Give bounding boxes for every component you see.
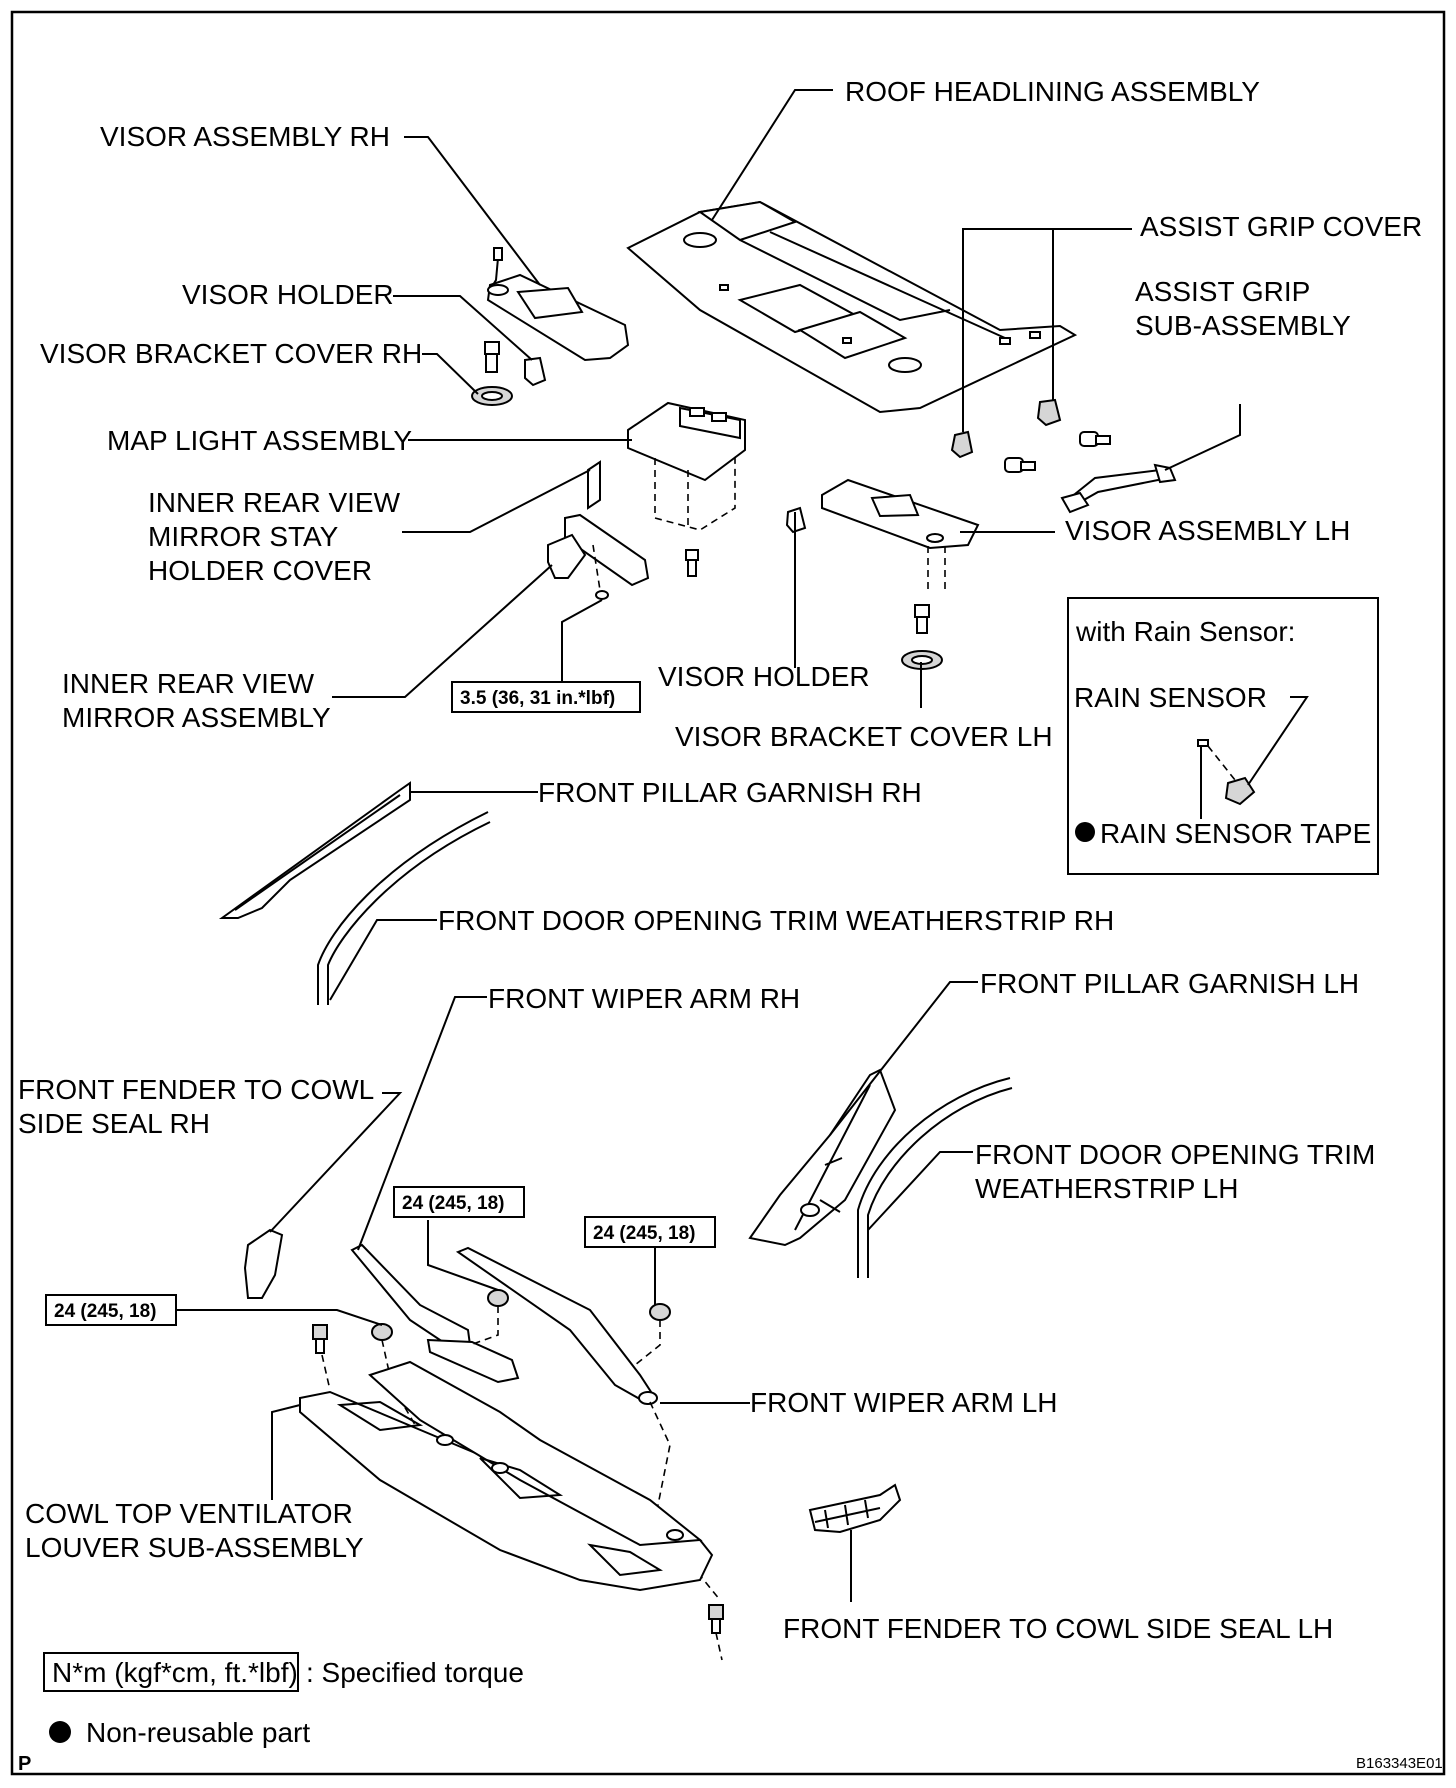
label-visor-rh: VISOR ASSEMBLY RH — [100, 121, 390, 152]
label-front-pillar-rh: FRONT PILLAR GARNISH RH — [538, 777, 922, 808]
label-door-trim-lh-2: WEATHERSTRIP LH — [975, 1173, 1238, 1204]
visor-rh-drawing — [486, 247, 630, 362]
label-cowl-louver-2: LOUVER SUB-ASSEMBLY — [25, 1532, 364, 1563]
front-pillar-rh-drawing — [218, 781, 411, 919]
legend-nonreusable-dot-icon — [49, 1721, 71, 1743]
fender-seal-lh-drawing — [808, 1483, 902, 1534]
label-visor-bracket-cover-rh: VISOR BRACKET COVER RH — [40, 338, 422, 369]
label-rain-sensor-tape: RAIN SENSOR TAPE — [1100, 818, 1371, 849]
label-front-pillar-lh: FRONT PILLAR GARNISH LH — [980, 968, 1359, 999]
label-mirror-stay-2: MIRROR STAY — [148, 521, 339, 552]
cowl-louver-drawing — [299, 1360, 714, 1592]
label-mirror-assy-2: MIRROR ASSEMBLY — [62, 702, 331, 733]
legend-nonreusable-desc: Non-reusable part — [86, 1717, 310, 1748]
label-visor-bracket-cover-lh: VISOR BRACKET COVER LH — [675, 721, 1053, 752]
torque-box-wiper-center — [393, 1186, 525, 1218]
label-fender-seal-rh-1: FRONT FENDER TO COWL — [18, 1074, 374, 1105]
map-light-drawing — [627, 401, 746, 577]
figure-code: B163343E01 — [1356, 1755, 1443, 1772]
visor-lh-drawing — [785, 478, 980, 670]
legend-torque-desc: : Specified torque — [306, 1657, 524, 1688]
label-mirror-assy-1: INNER REAR VIEW — [62, 668, 315, 699]
legend-torque-units: N*m (kgf*cm, ft.*lbf) — [52, 1657, 298, 1688]
leader-lines — [177, 89, 1309, 1602]
assist-grip-drawing — [950, 398, 1177, 514]
label-visor-holder-top: VISOR HOLDER — [182, 279, 394, 310]
corner-letter: P — [18, 1753, 31, 1775]
label-visor-lh: VISOR ASSEMBLY LH — [1065, 515, 1350, 546]
legend-torque-box — [43, 1652, 299, 1692]
torque-value-wiper-center: 24 (245, 18) — [402, 1193, 504, 1214]
torque-box-mirror — [451, 681, 641, 713]
label-assist-grip-sub-2: SUB-ASSEMBLY — [1135, 310, 1351, 341]
label-map-light: MAP LIGHT ASSEMBLY — [107, 425, 412, 456]
wiper-arm-lh-drawing — [455, 1246, 658, 1405]
door-trim-rh-drawing — [317, 811, 491, 1005]
label-fender-seal-lh: FRONT FENDER TO COWL SIDE SEAL LH — [783, 1613, 1333, 1644]
wiper-arm-rh-drawing — [350, 1243, 520, 1384]
front-pillar-lh-drawing — [748, 1068, 897, 1247]
torque-box-wiper-left — [45, 1294, 177, 1326]
label-wiper-arm-rh: FRONT WIPER ARM RH — [488, 983, 800, 1014]
torque-value-wiper-left: 24 (245, 18) — [54, 1301, 156, 1322]
label-visor-holder-bottom: VISOR HOLDER — [658, 661, 870, 692]
label-door-trim-lh-1: FRONT DOOR OPENING TRIM — [975, 1139, 1375, 1170]
label-cowl-louver-1: COWL TOP VENTILATOR — [25, 1498, 353, 1529]
torque-box-wiper-right — [584, 1216, 716, 1248]
label-assist-grip-sub-1: ASSIST GRIP — [1135, 276, 1310, 307]
rain-sensor-box — [1067, 597, 1379, 875]
visor-holder-rh-drawing — [471, 341, 547, 406]
mirror-drawing — [547, 460, 650, 600]
rain-sensor-box-title: with Rain Sensor: — [1075, 616, 1295, 647]
label-door-trim-rh: FRONT DOOR OPENING TRIM WEATHERSTRIP RH — [438, 905, 1114, 936]
torque-value-wiper-right: 24 (245, 18) — [593, 1223, 695, 1244]
label-rain-sensor: RAIN SENSOR — [1074, 682, 1267, 713]
diagram-frame — [10, 10, 1446, 1776]
label-roof-headlining: ROOF HEADLINING ASSEMBLY — [845, 76, 1260, 107]
label-assist-grip-cover: ASSIST GRIP COVER — [1140, 211, 1422, 242]
label-fender-seal-rh-2: SIDE SEAL RH — [18, 1108, 210, 1139]
label-wiper-arm-lh: FRONT WIPER ARM LH — [750, 1387, 1058, 1418]
torque-value-mirror: 3.5 (36, 31 in.*lbf) — [460, 688, 615, 709]
roof-headlining-drawing — [626, 200, 1078, 414]
nonreusable-dot-icon — [1075, 822, 1095, 842]
door-trim-lh-drawing — [857, 1077, 1013, 1278]
label-mirror-stay-3: HOLDER COVER — [148, 555, 372, 586]
fender-seal-rh-drawing — [243, 1228, 284, 1299]
rain-sensor-drawing — [1197, 739, 1256, 806]
label-mirror-stay-1: INNER REAR VIEW — [148, 487, 401, 518]
